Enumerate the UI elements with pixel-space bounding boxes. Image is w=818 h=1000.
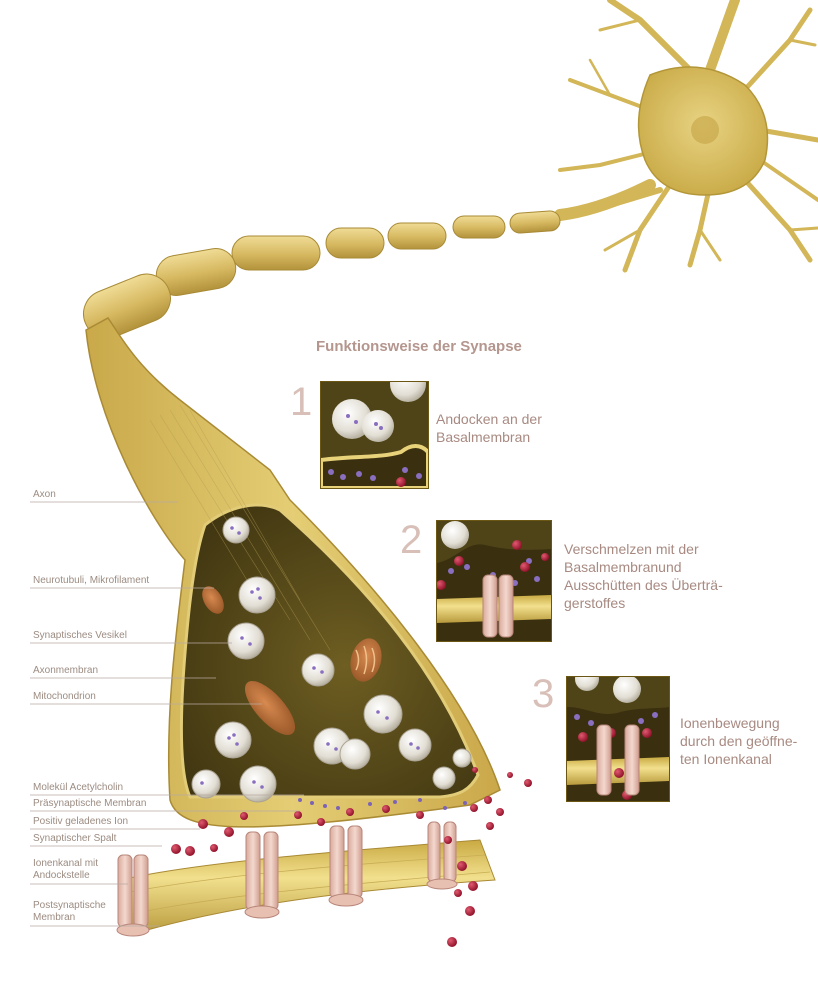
label-axonmembran: Axonmembran — [33, 665, 99, 676]
myelin-sheath — [83, 210, 561, 339]
label-postsynaptisch: Postsynaptische Membran — [33, 900, 106, 923]
leader-lines — [30, 501, 304, 927]
label-neurotubuli: Neurotubuli, Mikrofilament — [33, 575, 150, 586]
label-spalt: Synaptischer Spalt — [33, 833, 117, 844]
step-3-panel — [566, 676, 670, 802]
step-2-caption: Verschmelzen mit der Basalmembranund Aus… — [564, 541, 723, 611]
step-1-panel — [320, 381, 429, 489]
label-ion: Positiv geladenes Ion — [33, 816, 129, 827]
step-3-number: 3 — [532, 672, 555, 716]
step-1-caption: Andocken an der Basalmembran — [436, 411, 542, 445]
diagram-title: Funktionsweise der Synapse — [316, 338, 522, 355]
step-1-number: 1 — [290, 380, 313, 424]
label-ionenkanal: Ionenkanal mit Andockstelle — [33, 858, 99, 881]
label-mitochondrion: Mitochondrion — [33, 691, 96, 702]
postsynaptic-membrane — [119, 839, 496, 936]
step-3-caption: Ionenbewegung durch den geöffne- ten Ion… — [680, 715, 798, 767]
step-2-panel — [436, 520, 552, 642]
mitochondrion — [202, 586, 382, 735]
neurotransmitter-dots — [200, 526, 420, 789]
positive-ions — [171, 767, 532, 947]
synaptic-vesicles — [191, 516, 472, 803]
step-2-number: 2 — [400, 518, 423, 562]
label-vesikel: Synaptisches Vesikel — [33, 630, 127, 641]
ion-channels — [116, 821, 458, 937]
label-praesynaptisch: Präsynaptische Membran — [33, 798, 147, 809]
label-acetylcholin: Molekül Acetylcholin — [33, 782, 124, 793]
label-axon: Axon — [33, 489, 56, 500]
